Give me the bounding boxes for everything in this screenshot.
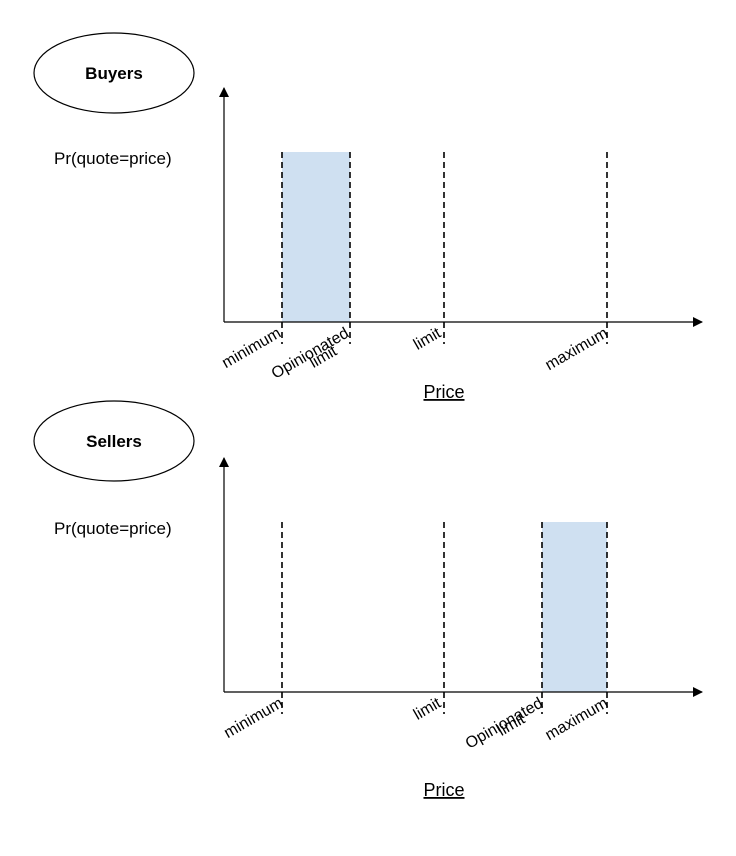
buyers-title: Buyers — [85, 64, 143, 83]
buyers-tick-maximum: maximum — [542, 325, 611, 374]
sellers-title-ellipse — [33, 400, 195, 482]
sellers-x-axis-label: Price — [423, 780, 464, 800]
sellers-panel: Sellers Pr(quote=price) minimum limit Op… — [33, 400, 703, 800]
sellers-tick-maximum: maximum — [542, 695, 611, 744]
sellers-tick-limit: limit — [411, 694, 445, 723]
buyers-title-ellipse — [33, 32, 195, 114]
sellers-shaded-region — [542, 522, 607, 692]
sellers-y-axis-label: Pr(quote=price) — [54, 519, 172, 538]
buyers-panel: Buyers Pr(quote=price) minimum Opinionat… — [33, 32, 703, 402]
buyers-shaded-region — [282, 152, 350, 322]
buyers-x-axis-label: Price — [423, 382, 464, 402]
buyers-y-axis-label: Pr(quote=price) — [54, 149, 172, 168]
sellers-tick-minimum: minimum — [221, 695, 286, 742]
buyers-tick-limit: limit — [411, 324, 445, 353]
sellers-title: Sellers — [86, 432, 142, 451]
